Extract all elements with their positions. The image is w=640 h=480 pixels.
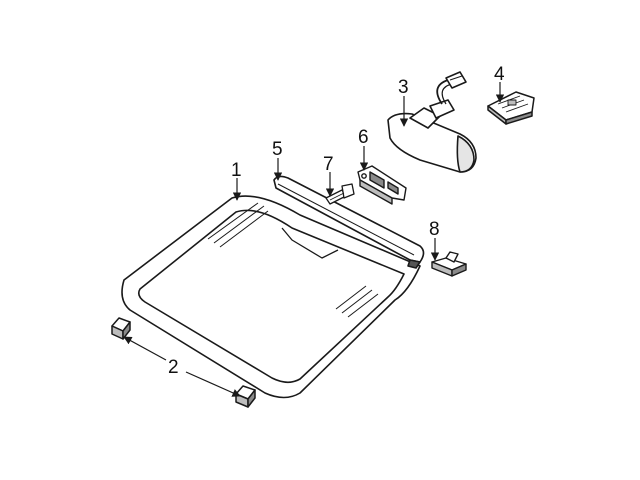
callout-7: 7: [323, 154, 334, 175]
mirror-bracket: [487, 91, 535, 125]
callout-1: 1: [231, 160, 242, 181]
callout-3: 3: [398, 77, 409, 98]
callout-6: 6: [358, 127, 369, 148]
callout-2: 2: [168, 357, 179, 378]
spacer-block-right: [235, 385, 256, 408]
side-clip: [431, 251, 467, 277]
callout-5: 5: [272, 139, 283, 160]
mirror-mount-bracket: [357, 165, 407, 205]
leader-2-left: [123, 336, 167, 361]
spacer-block-left: [111, 317, 131, 340]
callout-4: 4: [494, 64, 505, 85]
rearview-mirror: [387, 71, 477, 173]
callout-8: 8: [429, 219, 440, 240]
leader-lines: [123, 82, 505, 397]
callout-labels: 1 2 3 4 5 6 7 8: [168, 64, 505, 378]
leader-2-right: [185, 371, 241, 397]
push-pin-clip: [325, 183, 355, 205]
windshield-glass: [121, 195, 421, 399]
